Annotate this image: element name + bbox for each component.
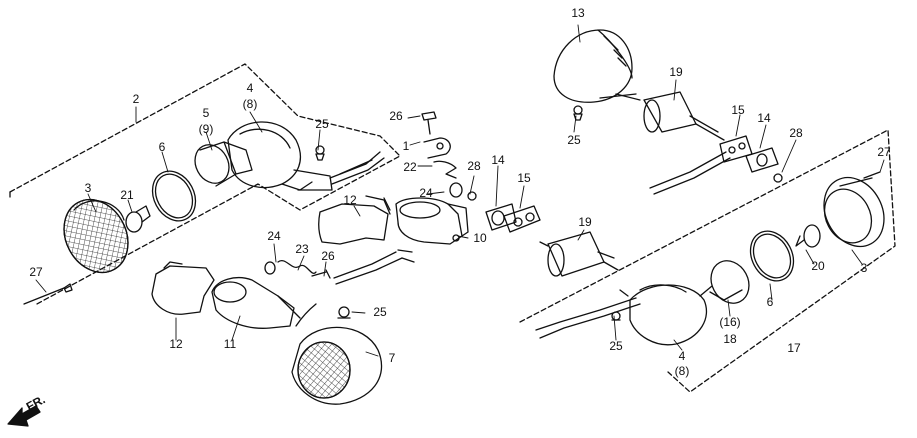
bracket-cover-lower — [151, 261, 215, 315]
part-label-27-left: 27 — [29, 265, 43, 279]
bracket-cover-upper — [318, 195, 391, 245]
part-label-5: 5 — [202, 106, 210, 120]
part-label-15-left: 15 — [517, 171, 531, 185]
part-label-19-lower: 19 — [578, 215, 592, 229]
housing-right — [629, 284, 713, 346]
part-label-14-right: 14 — [757, 111, 771, 125]
lens-7 — [291, 326, 383, 405]
part-label-27-right: 27 — [877, 145, 891, 159]
wires-left — [329, 151, 385, 185]
part-label-6-right: 6 — [766, 295, 774, 309]
part-label-8-left: (8) — [242, 97, 258, 111]
wire-23 — [277, 260, 317, 274]
nut-28-right — [773, 173, 783, 183]
relay-19-lower — [539, 231, 619, 277]
part-label-17: 17 — [787, 341, 801, 355]
screw-left — [23, 283, 73, 305]
part-label-26-upper: 26 — [389, 109, 403, 123]
bolt-left — [315, 145, 325, 161]
part-label-4-left: 4 — [246, 81, 254, 95]
part-label-24-upper: 24 — [419, 186, 433, 200]
part-label-20: 20 — [811, 259, 825, 273]
part-label-11: 11 — [223, 337, 237, 351]
gasket-ring-right-inner — [752, 233, 792, 279]
part-label-10: 10 — [473, 231, 487, 245]
part-label-28-right: 28 — [789, 126, 803, 140]
part-label-24-lower: 24 — [267, 229, 281, 243]
relay-19-top — [615, 91, 725, 141]
part-label-2: 2 — [132, 92, 140, 106]
part-label-6-left: 6 — [158, 140, 166, 154]
part-label-18: 18 — [723, 332, 737, 346]
part-label-1: 1 — [402, 139, 410, 153]
part-label-14-left: 14 — [491, 153, 505, 167]
part-label-16: (16) — [719, 315, 741, 329]
wires-lower — [295, 249, 415, 327]
part-label-25-top: 25 — [567, 133, 581, 147]
lens-left — [63, 198, 129, 274]
lens-right — [823, 176, 885, 248]
bolt-26-lower — [311, 269, 331, 279]
clip-1 — [423, 137, 451, 159]
leader-lines — [35, 24, 885, 357]
bulb-left — [125, 205, 151, 233]
left-assembly-frame — [9, 63, 401, 306]
wires-right-upper — [649, 151, 731, 195]
grommet-14-right — [745, 147, 779, 173]
gasket-ring-left-inner — [154, 173, 194, 219]
front-direction-arrow — [7, 405, 41, 427]
part-label-22: 22 — [403, 160, 417, 174]
wires-right-lower — [535, 289, 641, 339]
grommet-24-upper — [449, 182, 463, 198]
bracket-housing-lower — [211, 277, 301, 329]
part-label-15-right: 15 — [731, 103, 745, 117]
gasket-ring-left — [151, 170, 197, 222]
part-label-12-lower: 12 — [169, 337, 183, 351]
part-label-8-right: (8) — [674, 364, 690, 378]
part-label-13: 13 — [571, 6, 585, 20]
part-label-12-upper: 12 — [343, 193, 357, 207]
socket-right — [709, 260, 750, 304]
bulb-right — [795, 224, 821, 248]
right-assembly-frame — [519, 129, 896, 393]
part-label-23: 23 — [295, 242, 309, 256]
part-label-19-upper: 19 — [669, 65, 683, 79]
grommet-14-left — [485, 203, 517, 231]
part-label-28-left: 28 — [467, 159, 481, 173]
part-label-25-bottom: 25 — [609, 339, 623, 353]
part-label-9: (9) — [198, 122, 214, 136]
clamp-upper — [395, 197, 469, 245]
housing-13 — [553, 29, 637, 103]
part-label-3-left: 3 — [84, 181, 92, 195]
nut-28-left — [467, 191, 477, 201]
spring-clip-22 — [433, 160, 457, 179]
part-label-25-left: 25 — [315, 117, 329, 131]
bolt-25-center — [337, 306, 351, 319]
bolt-26-upper — [421, 111, 437, 135]
part-label-3-right: 3 — [860, 261, 868, 275]
grommet-24-lower — [264, 261, 276, 275]
part-label-7: 7 — [388, 351, 396, 365]
bolt-25-top — [573, 105, 583, 121]
part-label-21: 21 — [120, 188, 134, 202]
part-label-26-lower: 26 — [321, 249, 335, 263]
part-label-4-right: 4 — [678, 349, 686, 363]
plate-15-left — [503, 205, 541, 233]
part-label-25-center: 25 — [373, 305, 387, 319]
screw-27-right — [863, 171, 881, 179]
housing-left — [227, 121, 333, 191]
gasket-ring-right — [749, 230, 795, 282]
